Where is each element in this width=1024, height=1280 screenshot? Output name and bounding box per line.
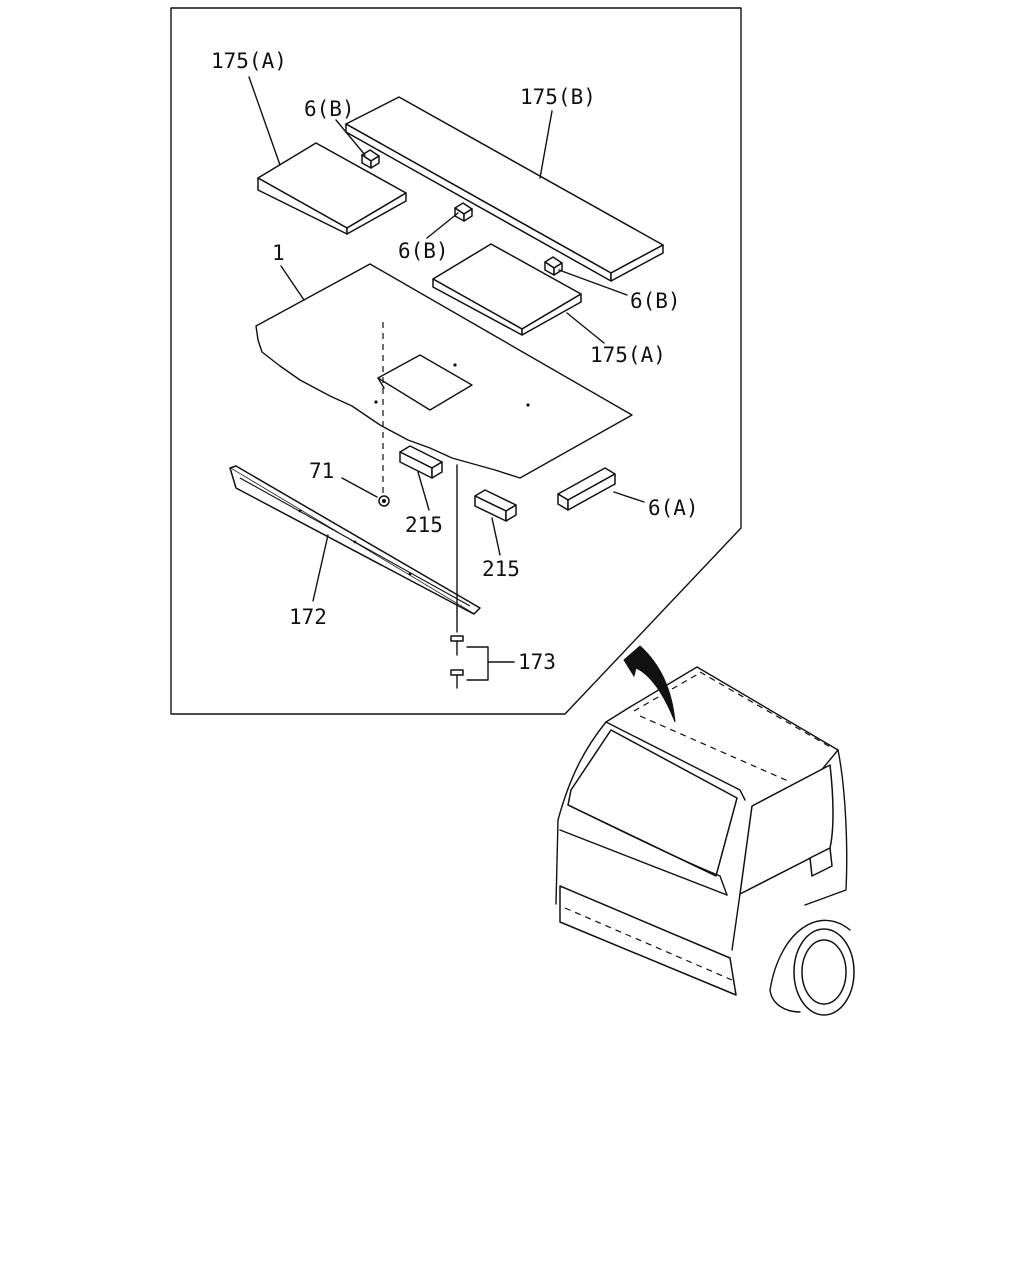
truck-cab-illustration xyxy=(555,666,855,1016)
pad-6b-middle xyxy=(454,202,473,222)
callout-screws-173: 173 xyxy=(518,650,556,674)
callout-6b-right: 6(B) xyxy=(630,289,681,313)
callout-6b-upper: 6(B) xyxy=(304,97,355,121)
callout-floor-mat-1: 1 xyxy=(272,241,285,265)
block-215-right xyxy=(474,489,517,522)
callout-pad-6a: 6(A) xyxy=(648,496,699,520)
panel-175a-lower xyxy=(432,243,582,336)
pad-6a xyxy=(557,467,616,511)
callout-clip-71: 71 xyxy=(309,459,334,483)
callout-175a-upper: 175(A) xyxy=(211,49,287,73)
floor-mat-1 xyxy=(255,263,633,479)
location-arrow xyxy=(623,645,676,723)
screws-173 xyxy=(450,464,515,689)
callout-175b: 175(B) xyxy=(520,85,596,109)
callout-block-215-left: 215 xyxy=(405,513,443,537)
panel-175b xyxy=(345,96,664,282)
diagram-frame xyxy=(170,7,742,715)
pad-6b-upper xyxy=(361,149,380,169)
callout-block-215-right: 215 xyxy=(482,557,520,581)
callout-scuff-plate-172: 172 xyxy=(289,605,327,629)
clip-71 xyxy=(378,322,390,507)
block-215-left xyxy=(399,445,443,479)
callout-6b-middle: 6(B) xyxy=(398,239,449,263)
callout-175a-lower: 175(A) xyxy=(590,343,666,367)
leader-lines xyxy=(248,76,645,602)
scuff-plate-172 xyxy=(229,465,481,615)
pad-6b-right xyxy=(544,256,563,276)
panel-175a-upper xyxy=(257,142,407,235)
